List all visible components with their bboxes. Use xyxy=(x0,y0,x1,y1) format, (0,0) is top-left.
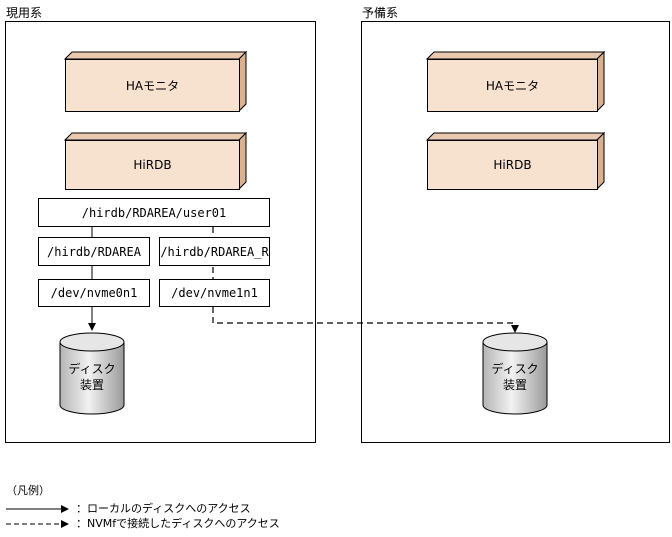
legend-title: （凡例） xyxy=(6,484,50,497)
active-disk-label-line1: ディスク xyxy=(68,362,116,376)
legend-solid-text: ：ローカルのディスクへのアクセス xyxy=(76,502,251,515)
dev-nvme0n1-box: /dev/nvme0n1 xyxy=(38,279,150,307)
standby-disk-shape xyxy=(482,332,548,415)
standby-disk-label-line1: ディスク xyxy=(491,362,539,376)
standby-system-label: 予備系 xyxy=(362,6,399,20)
standby-system-frame xyxy=(361,21,670,443)
legend-dashed-text: ：NVMfで接続したディスクへのアクセス xyxy=(76,517,280,530)
path-user01-box: /hirdb/RDAREA/user01 xyxy=(38,198,270,227)
standby-ha-monitor-label: HAモニタ xyxy=(427,59,598,112)
standby-disk-label-line2: 装置 xyxy=(502,378,527,392)
active-disk-shape xyxy=(59,332,125,415)
path-rdarea-r-box: /hirdb/RDAREA_R xyxy=(159,237,270,266)
active-hirdb-label: HiRDB xyxy=(65,140,240,190)
active-disk-label-line2: 装置 xyxy=(79,378,104,392)
dev-nvme1n1-box: /dev/nvme1n1 xyxy=(159,279,270,307)
nvmf-access-arrow xyxy=(212,227,519,333)
active-system-label: 現用系 xyxy=(6,6,43,20)
active-system-frame xyxy=(5,21,316,443)
active-ha-monitor-label: HAモニタ xyxy=(65,59,240,112)
path-rdarea-box: /hirdb/RDAREA xyxy=(38,237,150,266)
standby-hirdb-label: HiRDB xyxy=(427,140,598,190)
